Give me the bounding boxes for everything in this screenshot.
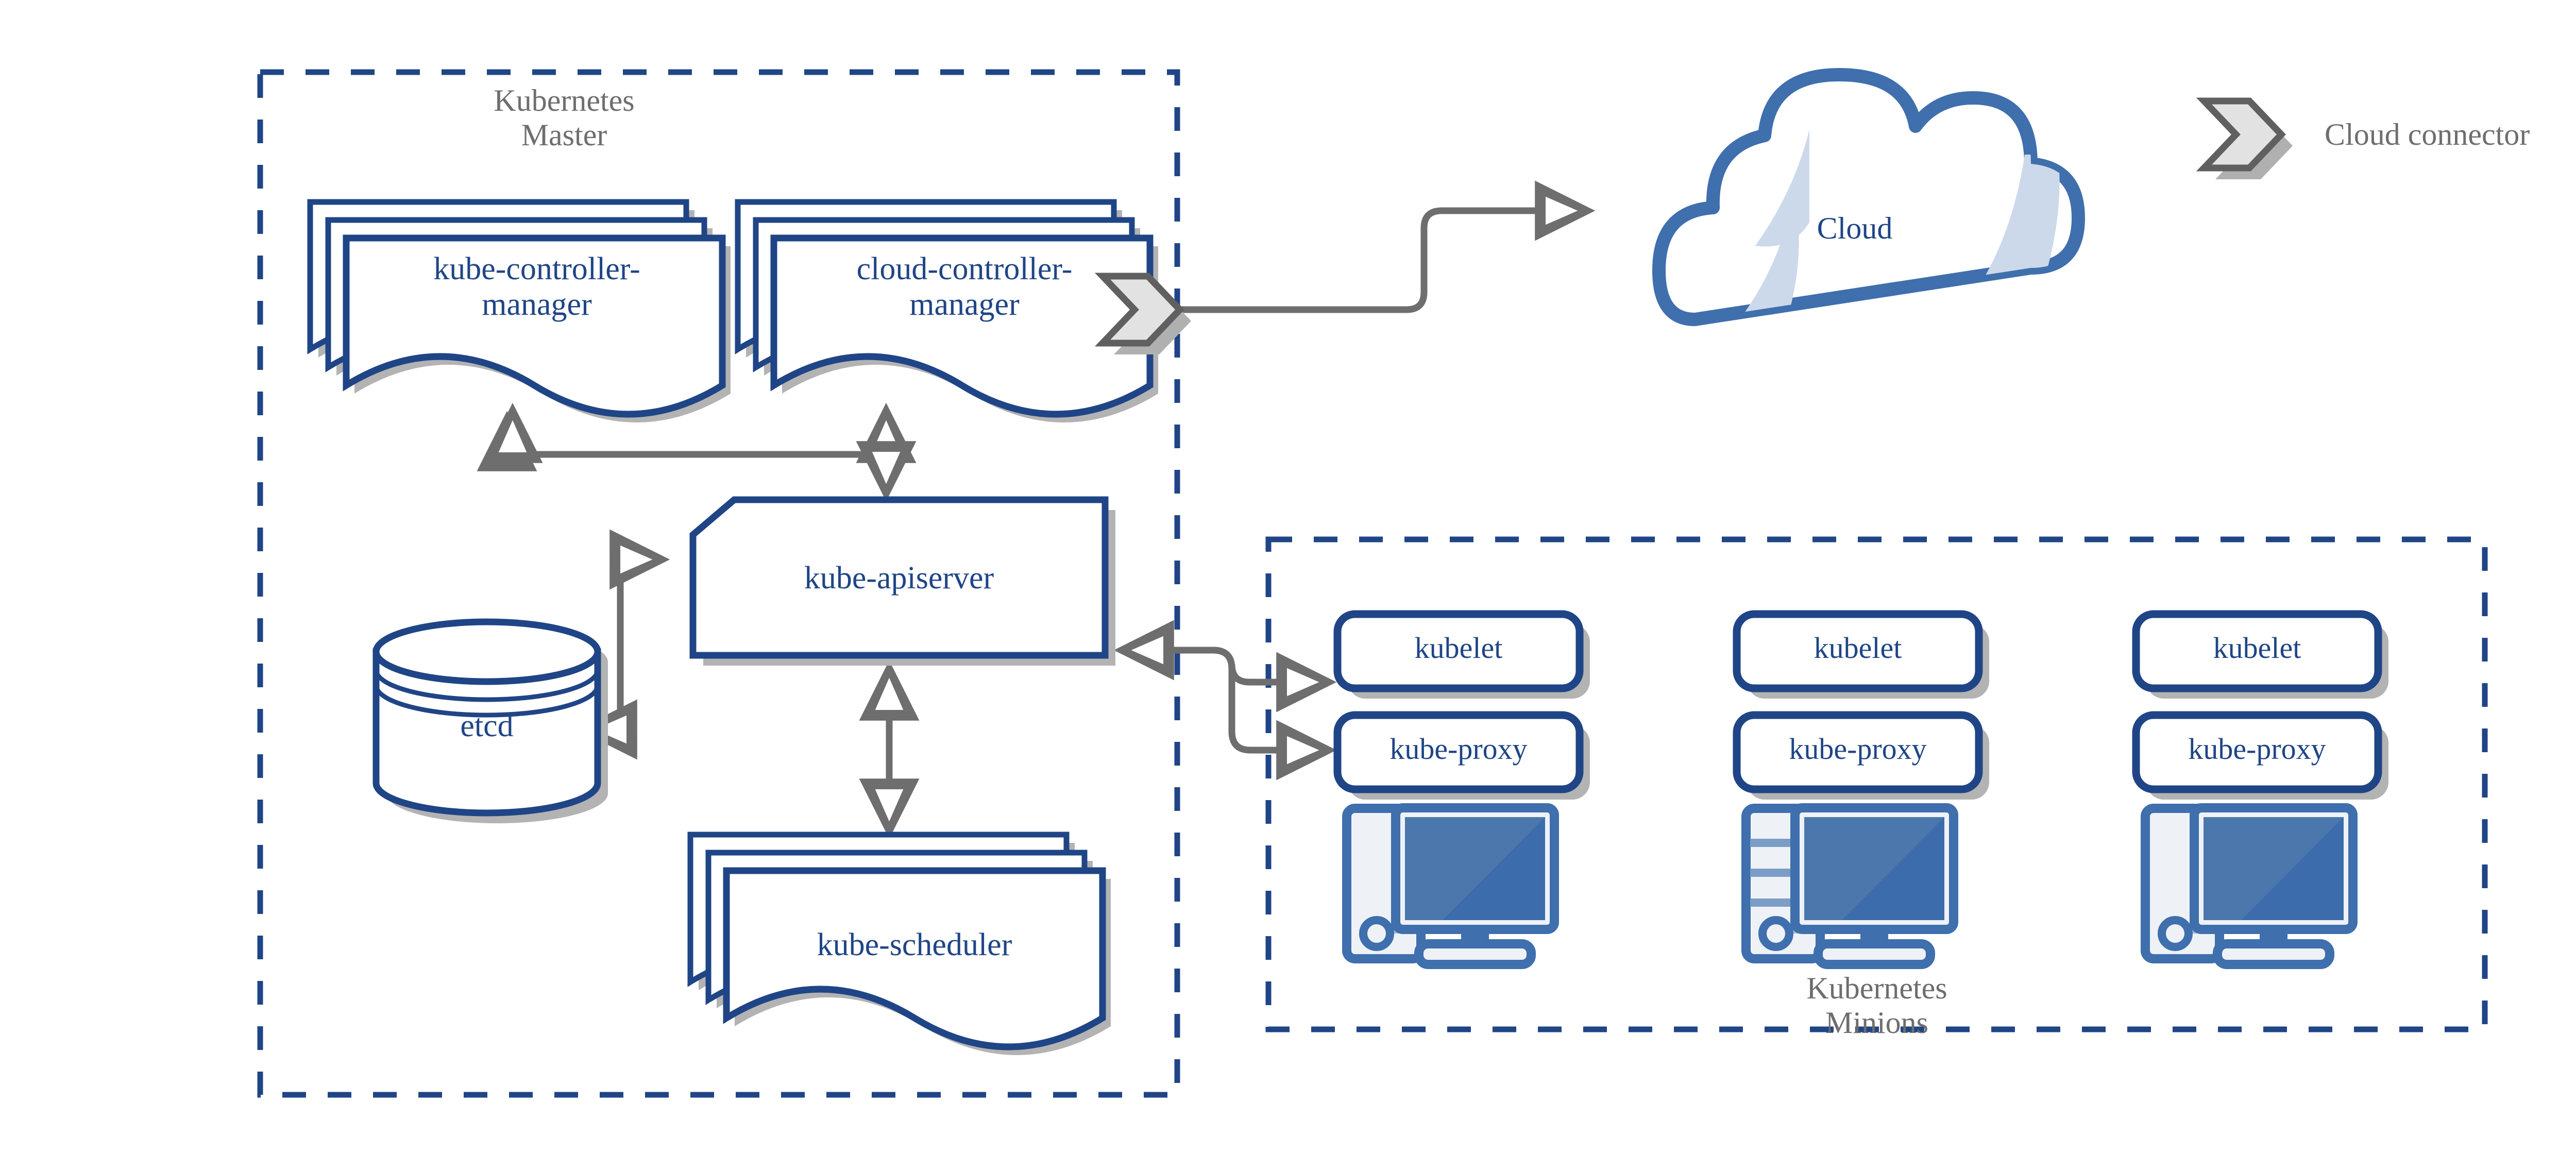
legend-cloud-connector-label: Cloud connector (2325, 117, 2530, 151)
cloud-label: Cloud (1817, 211, 1893, 245)
legend-cloud-connector-icon (2196, 97, 2293, 179)
minion-1-kubelet-label: kubelet (1414, 631, 1503, 665)
connector-split-kubelet (1213, 647, 1337, 713)
node-kube-apiserver[interactable] (689, 496, 1115, 666)
kube-controller-manager-label: kube-controller- manager (433, 251, 640, 323)
connector-group (477, 180, 1596, 839)
minions-group-boundary (1265, 536, 2488, 1032)
cloud-controller-manager-label: cloud-controller- manager (856, 251, 1073, 323)
minion-1-screen (1405, 817, 1545, 920)
kube-apiserver-label: kube-apiserver (804, 561, 994, 596)
kcm-sheet-1 (343, 234, 726, 418)
etcd-band-2 (374, 685, 600, 718)
connector-ccm-to-cloud (1165, 180, 1596, 313)
connector-apiserver-etcd (577, 529, 670, 760)
cloud-accent-1 (1755, 130, 1809, 247)
minion-2-kubeproxy-label: kube-proxy (1789, 732, 1927, 766)
minion-3-kubeproxy-label: kube-proxy (2188, 732, 2326, 766)
minion-2-power-button (1758, 916, 1793, 951)
master-group-boundary (257, 69, 1180, 1098)
minion-3-kubelet-box[interactable] (2132, 610, 2382, 692)
minion-3 (2132, 610, 2388, 969)
node-cloud[interactable] (1652, 68, 2101, 348)
etcd-top-ellipse (372, 618, 601, 685)
apiserver-shape (689, 496, 1109, 659)
minion-3-screen (2204, 817, 2344, 920)
minion-2-screen (1804, 817, 1944, 920)
node-kube-controller-manager[interactable] (307, 199, 731, 422)
connector-bus-down-to-apiserver (856, 441, 917, 502)
minion-2 (1733, 610, 1989, 969)
minion-3-kubeproxy-box[interactable] (2132, 711, 2382, 793)
minion-3-power-button (2158, 916, 2193, 951)
cloud-connector-icon-ccm[interactable] (1094, 273, 1191, 354)
minion-3-kubelet-label: kubelet (2213, 631, 2301, 665)
etcd-band-1 (374, 669, 600, 702)
minion-2-kubelet-box[interactable] (1733, 610, 1983, 692)
node-etcd[interactable] (372, 618, 608, 823)
connector-apiserver-to-minion-left (1123, 647, 1337, 781)
connector-to-kubelet (1232, 650, 1327, 669)
minion-1 (1333, 610, 1590, 969)
minion-1-monitor-base (1414, 939, 1536, 969)
minion-1-kubelet-box[interactable] (1333, 610, 1584, 692)
sched-sheet-1 (723, 867, 1106, 1050)
minion-2-monitor-base (1814, 939, 1935, 969)
node-kube-scheduler[interactable] (687, 832, 1111, 1055)
minion-1-kubeproxy-box[interactable] (1333, 711, 1584, 793)
minion-1-kubeproxy-label: kube-proxy (1389, 732, 1528, 766)
connector-controllers-bus-left (477, 411, 537, 471)
minion-2-kubelet-label: kubelet (1814, 631, 1902, 665)
etcd-body (372, 648, 601, 817)
kube-scheduler-label: kube-scheduler (817, 927, 1012, 962)
minion-3-monitor-base (2213, 939, 2334, 969)
minion-2-kubeproxy-box[interactable] (1733, 711, 1983, 793)
node-cloud-controller-manager[interactable] (735, 199, 1158, 422)
etcd-label: etcd (460, 708, 514, 743)
legend-chevron-shape (2196, 97, 2286, 172)
connector-bus (509, 417, 890, 458)
master-group-label: Kubernetes Master (494, 83, 635, 152)
cloud-shape (1652, 68, 2085, 326)
ccm-sheet-1 (770, 234, 1154, 418)
minions-group-label: Kubernetes Minions (1806, 971, 1947, 1040)
minion-1-power-button (1359, 916, 1394, 951)
chevron-shape (1094, 273, 1184, 347)
